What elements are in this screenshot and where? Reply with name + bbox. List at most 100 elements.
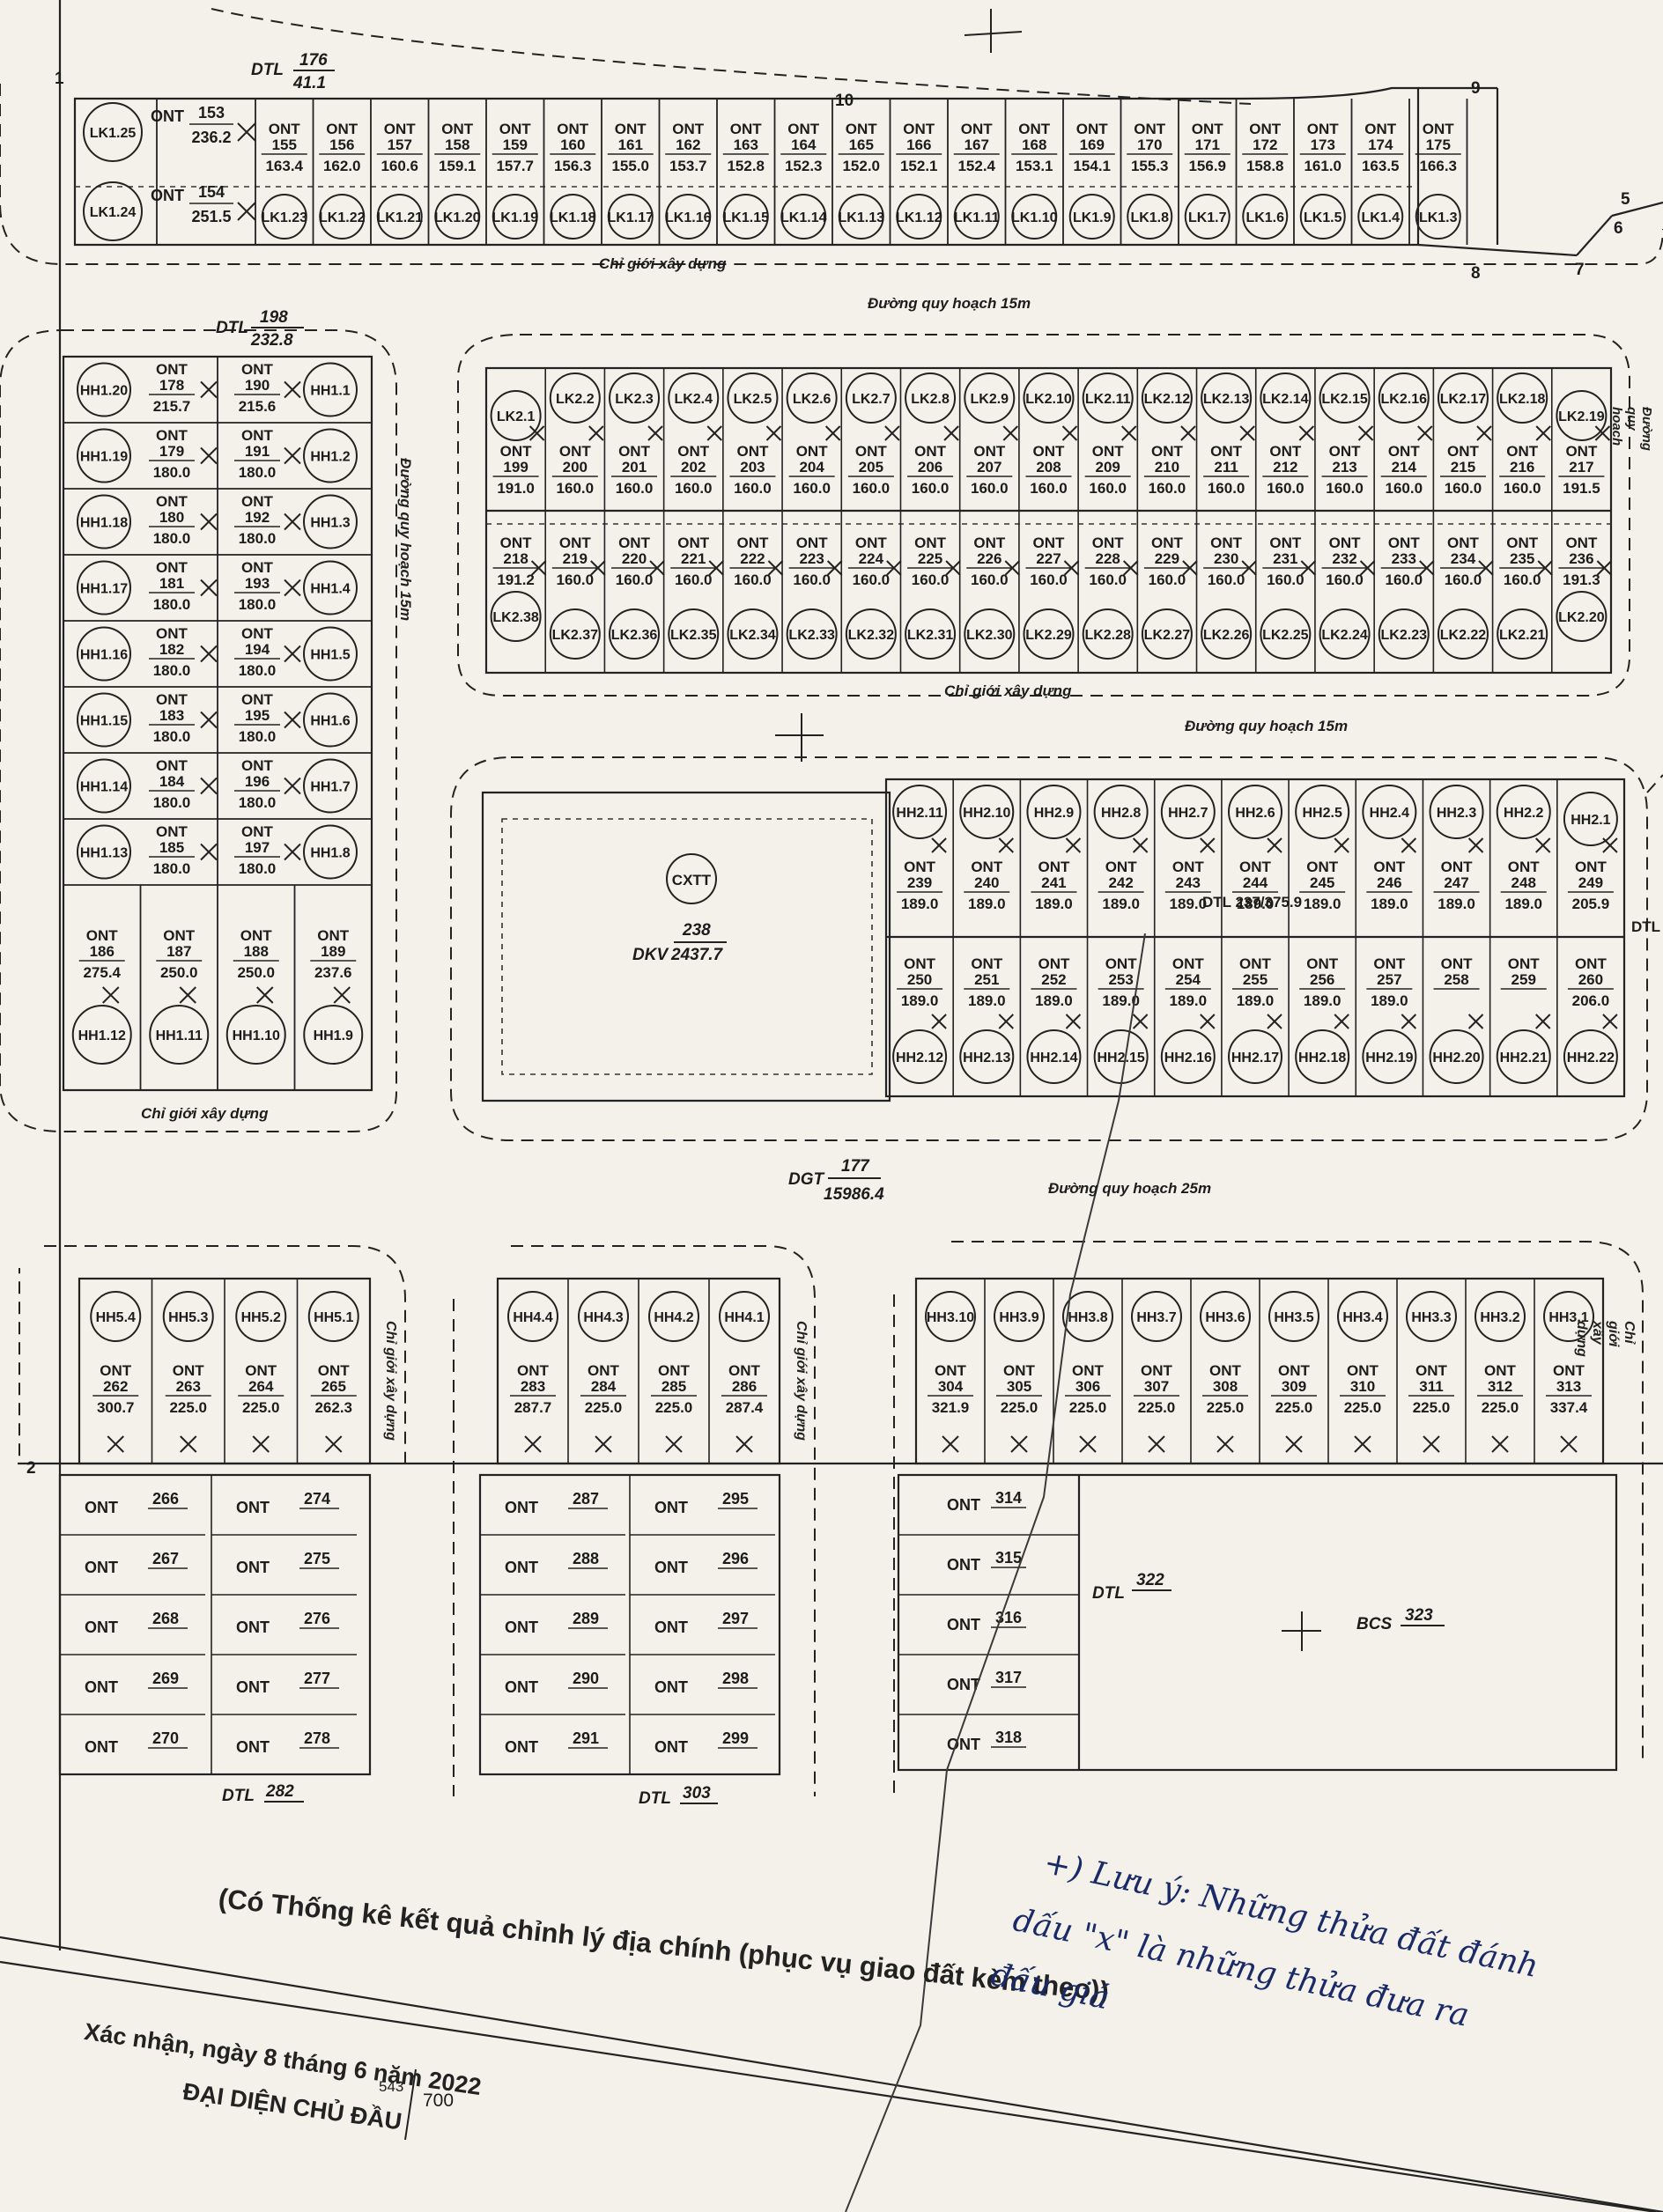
lk2-plot-227-x <box>1063 560 1080 576</box>
lk1-LK1-9-circle <box>1068 194 1115 240</box>
hh1-plot-194-num: 194 <box>245 641 270 658</box>
chi-gioi-hh1-label: Chỉ giới xây dựng <box>141 1105 269 1122</box>
lk1-plot-167-type: ONT <box>961 121 994 137</box>
hh1-plot-181-x <box>200 579 218 597</box>
hh2-plot-239-area: 189.0 <box>901 896 939 912</box>
hh1-plot-194-area: 180.0 <box>239 662 277 679</box>
hh2-plot-250-num: 250 <box>907 971 932 988</box>
south-b-right-298-num: 298 <box>722 1670 749 1687</box>
lk2-LK2-6-label: LK2.6 <box>793 392 832 407</box>
lk2-plot-209-area: 160.0 <box>1089 480 1127 497</box>
lk2-plot-231-num: 231 <box>1273 550 1297 567</box>
lk2-plot-214-x <box>1417 425 1433 441</box>
hh5-plot-265-area: 262.3 <box>314 1399 352 1416</box>
hh2-plot-249-num: 249 <box>1578 874 1603 891</box>
hh2-plot-257-x <box>1401 1014 1417 1029</box>
hh2-plot-253-area: 189.0 <box>1102 992 1140 1009</box>
lk2-plot-204-type: ONT <box>796 443 829 460</box>
hh2-plot-252-x <box>1065 1014 1082 1029</box>
lk2-plot-212-num: 212 <box>1273 459 1297 476</box>
lk2-plot-219-x <box>590 560 606 576</box>
lk1-plot-170-area: 155.3 <box>1131 158 1169 174</box>
lk2-LK2-29-circle <box>1023 608 1075 660</box>
lk2-plot-236-type: ONT <box>1565 535 1598 551</box>
lk2-LK2-24-circle <box>1319 608 1371 660</box>
hh3-plot-306-num: 306 <box>1075 1378 1100 1395</box>
block-lk1-outline <box>73 86 1420 247</box>
hh1-plot-192-type: ONT <box>241 493 274 510</box>
dtl-303-code: DTL <box>639 1789 671 1808</box>
point-10-label: 10 <box>835 92 854 110</box>
hh2-HH2-22-circle <box>1563 1029 1618 1084</box>
hh1-HH1-1-label: HH1.1 <box>310 384 350 399</box>
hh1-plot-183-num: 183 <box>159 707 184 724</box>
lk2-LK2-14-circle <box>1260 372 1312 424</box>
south-a-left-268-type: ONT <box>85 1618 118 1636</box>
hh3-plot-307-area: 225.0 <box>1138 1399 1176 1416</box>
lk2-plot-228-area: 160.0 <box>1089 571 1127 588</box>
lk1-plot-161-num: 161 <box>618 136 643 153</box>
hh1-plot-193-type: ONT <box>241 559 274 576</box>
hh1-HH1-2-circle <box>303 428 358 483</box>
lk1-plot-165-num: 165 <box>849 136 874 153</box>
dtl-282-num: 282 <box>265 1782 294 1801</box>
hh1-plot-187-num: 187 <box>166 943 191 960</box>
lk1-corner-6-7 <box>1576 215 1613 256</box>
footer-cell-a: 543 <box>379 2078 403 2095</box>
lk2-plot-213-type: ONT <box>1329 443 1362 460</box>
lk1-plot-171-area: 156.9 <box>1188 158 1226 174</box>
hh2-plot-252-area: 189.0 <box>1035 992 1073 1009</box>
hh4-plot-285-type: ONT <box>658 1362 691 1379</box>
lk1-LK1-3-label: LK1.3 <box>1419 210 1458 225</box>
hh1-HH1-3-circle <box>303 494 358 549</box>
lk1-plot-161-area: 155.0 <box>611 158 649 174</box>
hh5-HH5-3-label: HH5.3 <box>168 1310 208 1325</box>
hh1-HH1-6-label: HH1.6 <box>310 714 350 729</box>
hh1-HH1-5-circle <box>303 626 358 682</box>
hh1-HH1-11-circle <box>149 1005 210 1065</box>
hh2-HH2-3-circle <box>1429 785 1484 839</box>
hh5-HH5-4-circle <box>90 1291 142 1342</box>
hh1-plot-188-x <box>256 986 274 1004</box>
lk1-plot-161-type: ONT <box>615 121 647 137</box>
lk2-LK2-1-label: LK2.1 <box>497 409 536 424</box>
hh3-plot-310-num: 310 <box>1350 1378 1375 1395</box>
hh1-plot-181-area: 180.0 <box>153 596 191 613</box>
lk2-LK2-10-label: LK2.10 <box>1025 392 1072 407</box>
hh3-plot-305-num: 305 <box>1007 1378 1031 1395</box>
lk1-plot-169-area: 154.1 <box>1073 158 1111 174</box>
hh2-plot-256-type: ONT <box>1306 955 1339 972</box>
hh1-plot-178-area: 215.7 <box>153 398 191 415</box>
hh2-plot-253-x <box>1132 1014 1149 1029</box>
hh5-HH5-3-circle <box>162 1291 214 1342</box>
south-c-314-type: ONT <box>947 1496 980 1514</box>
lk2-plot-211-num: 211 <box>1214 459 1238 476</box>
lk2-plot-213-num: 213 <box>1332 459 1356 476</box>
lk2-plot-201-type: ONT <box>618 443 651 460</box>
lk1-plot-162-num: 162 <box>676 136 700 153</box>
point-2-label: 2 <box>26 1459 36 1478</box>
hh5-plot-265-x <box>325 1435 343 1453</box>
south-b-left-289-num: 289 <box>573 1610 599 1627</box>
lk2-plot-226-x <box>1004 560 1020 576</box>
south-b-right-296-type: ONT <box>654 1559 688 1576</box>
lk2-plot-228-type: ONT <box>1092 535 1125 551</box>
lk2-plot-226-type: ONT <box>973 535 1006 551</box>
lk2-plot-204-area: 160.0 <box>793 480 831 497</box>
lk2-plot-201-x <box>647 425 663 441</box>
lk1-LK1-12-label: LK1.12 <box>896 210 942 225</box>
hh3-plot-310-area: 225.0 <box>1344 1399 1382 1416</box>
lk1-plot-158-area: 159.1 <box>439 158 477 174</box>
hh2-plot-242-area: 189.0 <box>1102 896 1140 912</box>
lk2-plot-206-area: 160.0 <box>912 480 950 497</box>
lk2-plot-203-type: ONT <box>737 443 770 460</box>
south-c-318-type: ONT <box>947 1736 980 1753</box>
hh2-HH2-16-circle <box>1160 1029 1216 1084</box>
hh3-HH3-2-circle <box>1475 1291 1526 1342</box>
hh4-plot-286-x <box>735 1435 753 1453</box>
lk1-plot-168-type: ONT <box>1018 121 1051 137</box>
hh5-plot-262-type: ONT <box>100 1362 132 1379</box>
lk1-plot-155-type: ONT <box>269 121 301 137</box>
hh3-plot-313-x <box>1560 1435 1578 1453</box>
hh3-plot-304-type: ONT <box>935 1362 967 1379</box>
